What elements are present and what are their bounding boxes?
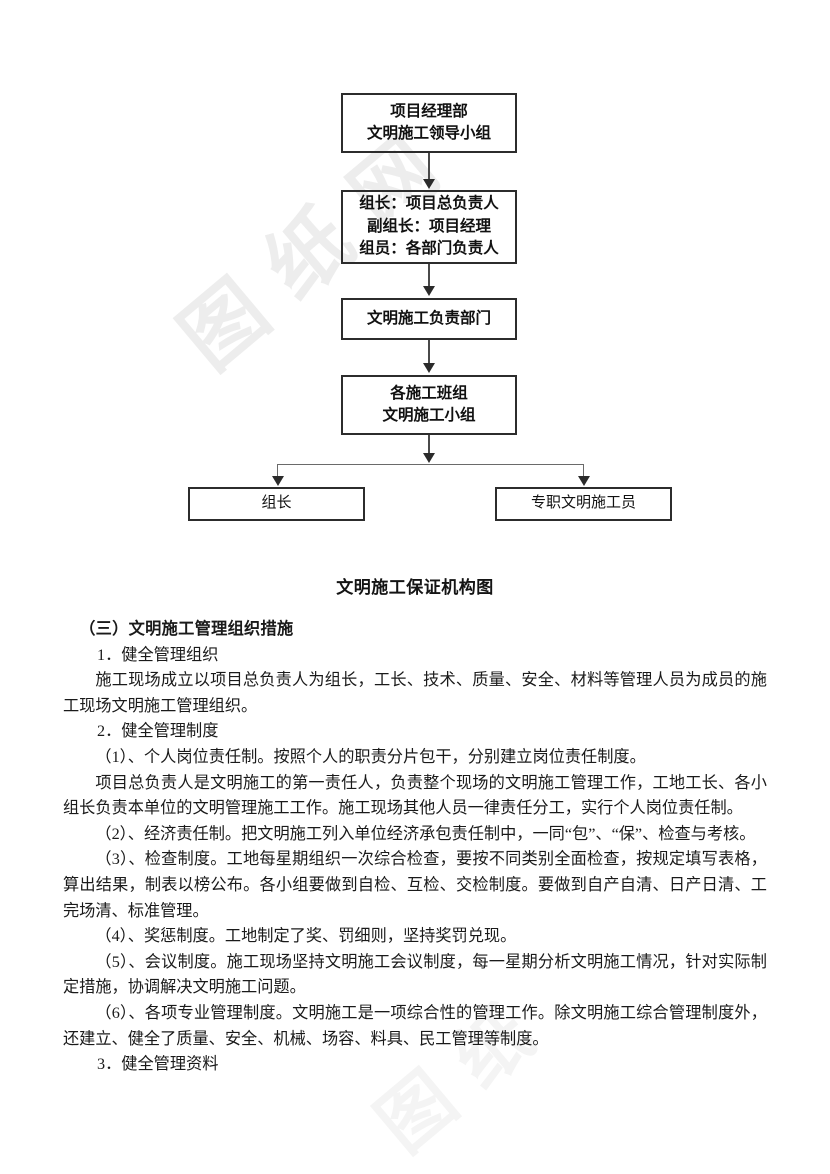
section-heading: （三）文明施工管理组织措施: [79, 620, 294, 638]
paragraph-item: 1．健全管理组织: [97, 645, 219, 664]
figure-caption: 文明施工保证机构图: [336, 578, 494, 597]
flowchart-box-inspector-line-1: 专职文明施工员: [530, 495, 636, 512]
paragraph-item: 项目总负责人是文明施工的第一责任人，负责整个现场的文明施工管理工作，工地工长、各…: [63, 773, 767, 818]
paragraph-item: （5）、会议制度。施工现场坚持文明施工会议制度，每一星期分析文明施工情况，针对实…: [63, 952, 767, 997]
paragraph-item: （6）、各项专业管理制度。文明施工是一项综合性的管理工作。除文明施工综合管理制度…: [63, 1003, 767, 1048]
arrowhead-down-icon: [423, 363, 435, 373]
flowchart-box-members: 组长：项目总负责人 副组长：项目经理 组员：各部门负责人: [341, 190, 517, 264]
paragraph-item: （2）、经济责任制。把文明施工列入单位经济承包责任制中，一同“包”、“保”、检查…: [95, 824, 756, 843]
flowchart-box-leader-line-1: 项目经理部: [390, 102, 468, 120]
connector-split-horizontal: [277, 464, 584, 465]
flowchart-box-leader: 项目经理部 文明施工领导小组: [341, 93, 517, 153]
connector-teams-to-split: [428, 435, 430, 455]
flowchart-box-dept-line-1: 文明施工负责部门: [366, 309, 491, 327]
connector-split-right-drop: [583, 464, 584, 479]
flowchart-box-group-leader: 组长: [188, 487, 365, 521]
flowchart-box-inspector: 专职文明施工员: [495, 487, 672, 521]
arrowhead-down-icon: [423, 179, 435, 189]
flowchart-box-members-line-2: 副组长：项目经理: [366, 217, 491, 235]
connector-members-to-dept: [428, 264, 430, 288]
arrowhead-down-icon: [423, 453, 435, 463]
document-body: （三）文明施工管理组织措施 1．健全管理组织 施工现场成立以项目总负责人为组长，…: [63, 617, 767, 1078]
arrowhead-down-icon: [578, 476, 590, 486]
paragraph-item: （3）、检查制度。工地每星期组织一次综合检查，要按不同类别全面检查，按规定填写表…: [63, 850, 767, 920]
paragraph-item: 施工现场成立以项目总负责人为组长，工长、技术、质量、安全、材料等管理人员为成员的…: [63, 671, 767, 715]
flowchart-box-teams-line-1: 各施工班组: [390, 384, 468, 402]
connector-split-left-drop: [277, 464, 278, 479]
paragraph-item: 3．健全管理资料: [97, 1055, 219, 1074]
flowchart-box-leader-line-2: 文明施工领导小组: [366, 125, 491, 142]
flowchart-box-teams-line-2: 文明施工小组: [382, 407, 476, 424]
arrowhead-down-icon: [272, 476, 284, 486]
flowchart-box-dept: 文明施工负责部门: [341, 298, 517, 340]
flowchart-box-members-line-1: 组长：项目总负责人: [359, 195, 499, 213]
flowchart-box-group-leader-line-1: 组长: [261, 495, 292, 512]
flowchart-box-members-line-3: 组员：各部门负责人: [359, 240, 499, 258]
paragraph-item: 2．健全管理制度: [97, 722, 219, 741]
connector-leader-to-members: [428, 153, 430, 181]
connector-dept-to-teams: [428, 340, 430, 365]
organization-flowchart: 项目经理部 文明施工领导小组 组长：项目总负责人 副组长：项目经理 组员：各部门…: [0, 0, 830, 560]
arrowhead-down-icon: [423, 286, 435, 296]
paragraph-item: （1）、个人岗位责任制。按照个人的职责分片包干，分别建立岗位责任制度。: [95, 747, 646, 766]
flowchart-box-teams: 各施工班组 文明施工小组: [341, 375, 517, 435]
paragraph-item: （4）、奖惩制度。工地制定了奖、罚细则，坚持奖罚兑现。: [95, 927, 517, 946]
